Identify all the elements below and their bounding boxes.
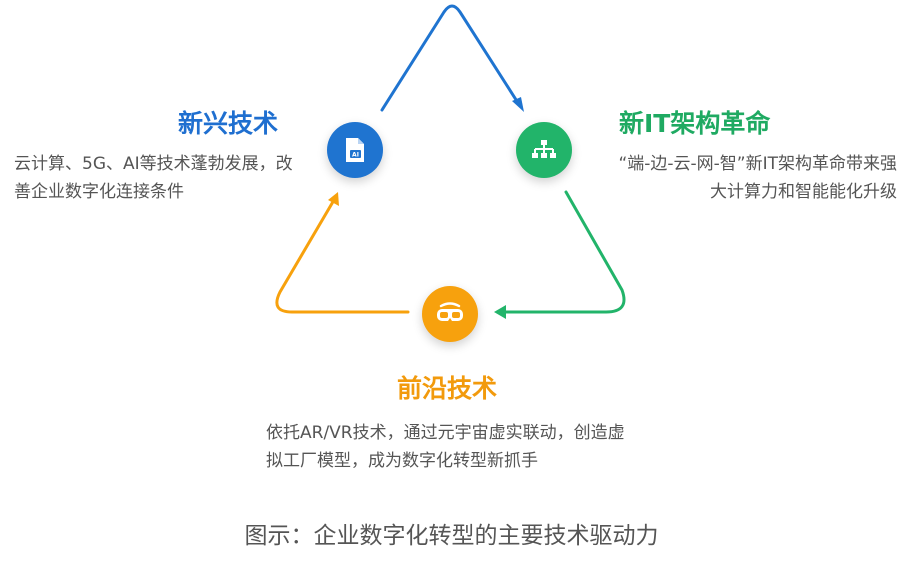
new-it-description: “端-边-云-网-智”新IT架构革命带来强大计算力和智能能化升级 — [618, 154, 897, 202]
node-new-it — [516, 122, 572, 178]
arrow-newit-to-frontier — [500, 190, 626, 314]
node-emerging-tech: AI — [327, 122, 383, 178]
network-hierarchy-icon — [532, 140, 556, 158]
arrowhead-blue — [512, 97, 524, 112]
node-frontier-tech — [422, 286, 478, 342]
new-it-title: 新IT架构革命 — [619, 109, 771, 138]
emerging-tech-description: 云计算、5G、AI等技术蓬勃发展，改善企业数字化连接条件 — [14, 154, 293, 202]
ai-badge-label: AI — [352, 152, 359, 159]
figure-caption: 图示：企业数字化转型的主要技术驱动力 — [244, 523, 659, 549]
arrowhead-green — [494, 305, 506, 319]
vr-headset-icon — [437, 302, 463, 321]
emerging-tech-title: 新兴技术 — [178, 109, 279, 138]
arrow-frontier-to-emerging — [275, 198, 410, 314]
ai-file-icon: AI — [346, 138, 364, 162]
frontier-tech-title: 前沿技术 — [397, 374, 498, 403]
arrowhead-orange — [328, 192, 339, 206]
arrow-emerging-to-newit — [380, 4, 522, 112]
frontier-tech-description: 依托AR/VR技术，通过元宇宙虚实联动，创造虚拟工厂模型，成为数字化转型新抓手 — [266, 423, 625, 471]
